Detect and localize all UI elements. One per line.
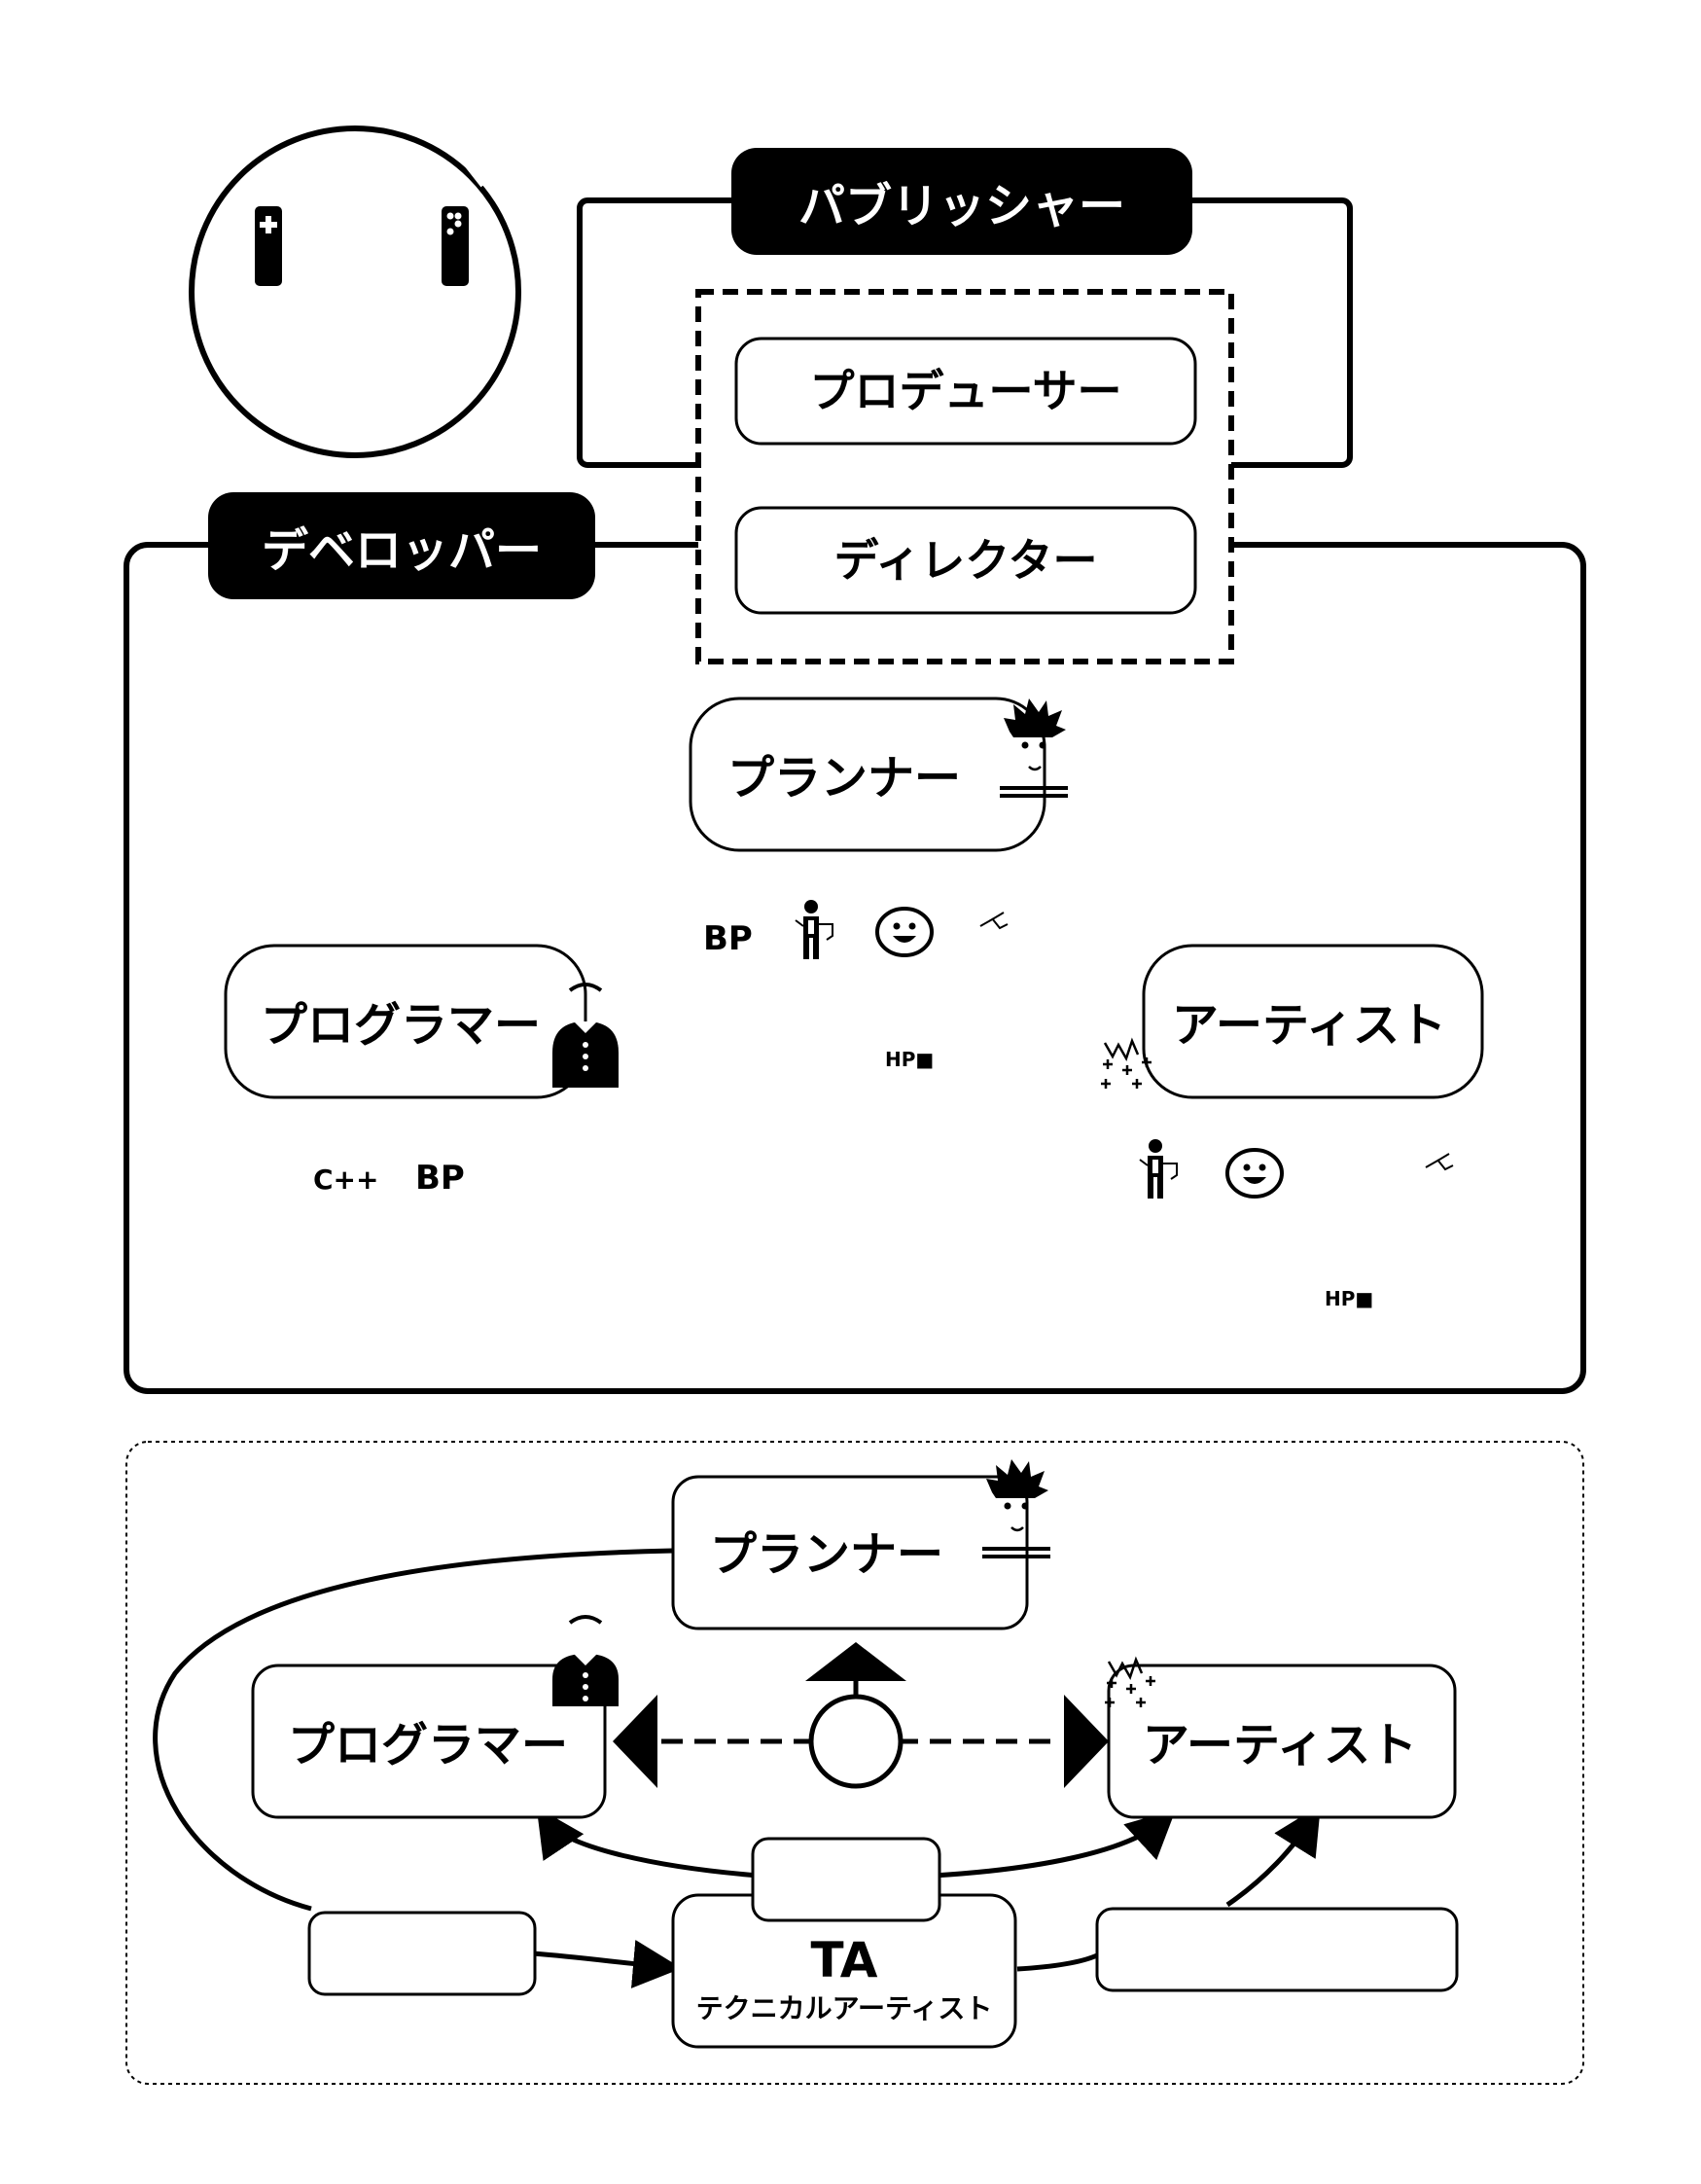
- planner-label: プランナー: [727, 751, 961, 806]
- sparkle-icon: [1105, 1656, 1155, 1707]
- director-label: ディレクター: [834, 534, 1098, 587]
- ta-top-tab: [751, 1837, 941, 1922]
- developer-header: [208, 492, 595, 599]
- right-empty-box: [1095, 1907, 1459, 1992]
- smiley-icon: [1225, 1148, 1284, 1199]
- artist-box: [1142, 944, 1484, 1099]
- publisher-label: パブリッシャー: [798, 179, 1125, 233]
- wf-planner-box: [671, 1475, 1029, 1630]
- center-hub: [613, 1642, 1109, 1789]
- hp-artist-label: HP■: [1325, 1287, 1373, 1310]
- developer-label: デベロッパー: [262, 523, 542, 578]
- ta-subtitle: テクニカルアーティスト: [696, 1992, 993, 2024]
- cpp-label: C++: [313, 1164, 378, 1196]
- wf-planner-label: プランナー: [710, 1527, 943, 1582]
- swordsman-icon: [795, 900, 833, 959]
- bp-planner-label: BP: [703, 919, 753, 958]
- wf-artist-label: アーティスト: [1143, 1718, 1417, 1772]
- loop-connector: [153, 1548, 674, 1912]
- artist-label: アーティスト: [1172, 998, 1446, 1053]
- bp-programmer-label: BP: [415, 1159, 465, 1198]
- wf-programmer-box: [251, 1664, 607, 1819]
- producer-box: [734, 337, 1197, 446]
- producer-label: プロデューサー: [809, 365, 1121, 417]
- character-spiky-hair-icon: [1000, 698, 1068, 798]
- hp-planner-label: HP■: [885, 1048, 934, 1071]
- workflow-dotted-frame: [125, 1441, 1584, 2085]
- ta-to-artist-arrow: [933, 1808, 1177, 1879]
- director-box: [734, 506, 1197, 615]
- planner-box: [689, 697, 1046, 852]
- left-to-ta-arrow: [532, 1940, 682, 1988]
- smiley-icon: [875, 907, 934, 957]
- programmer-label: プログラマー: [261, 998, 541, 1053]
- swordsman-icon: [1139, 1139, 1178, 1199]
- ta-title: TA: [811, 1932, 878, 1988]
- publisher-header: [731, 148, 1192, 255]
- character-round-head-icon: [552, 983, 619, 1088]
- game-controller-icon: [189, 125, 521, 458]
- bird-icon: [1425, 1153, 1454, 1171]
- wf-programmer-label: プログラマー: [288, 1718, 568, 1772]
- ta-to-programmer-arrow: [536, 1807, 760, 1879]
- right-to-artist-arrow: [1225, 1805, 1321, 1908]
- left-empty-box: [307, 1911, 537, 1996]
- sparkle-icon: [1101, 1037, 1152, 1089]
- ta-to-right-line: [1016, 1952, 1099, 1972]
- bird-icon: [979, 912, 1009, 930]
- character-round-head-icon: [552, 1615, 619, 1706]
- character-spiky-hair-icon: [982, 1459, 1050, 1558]
